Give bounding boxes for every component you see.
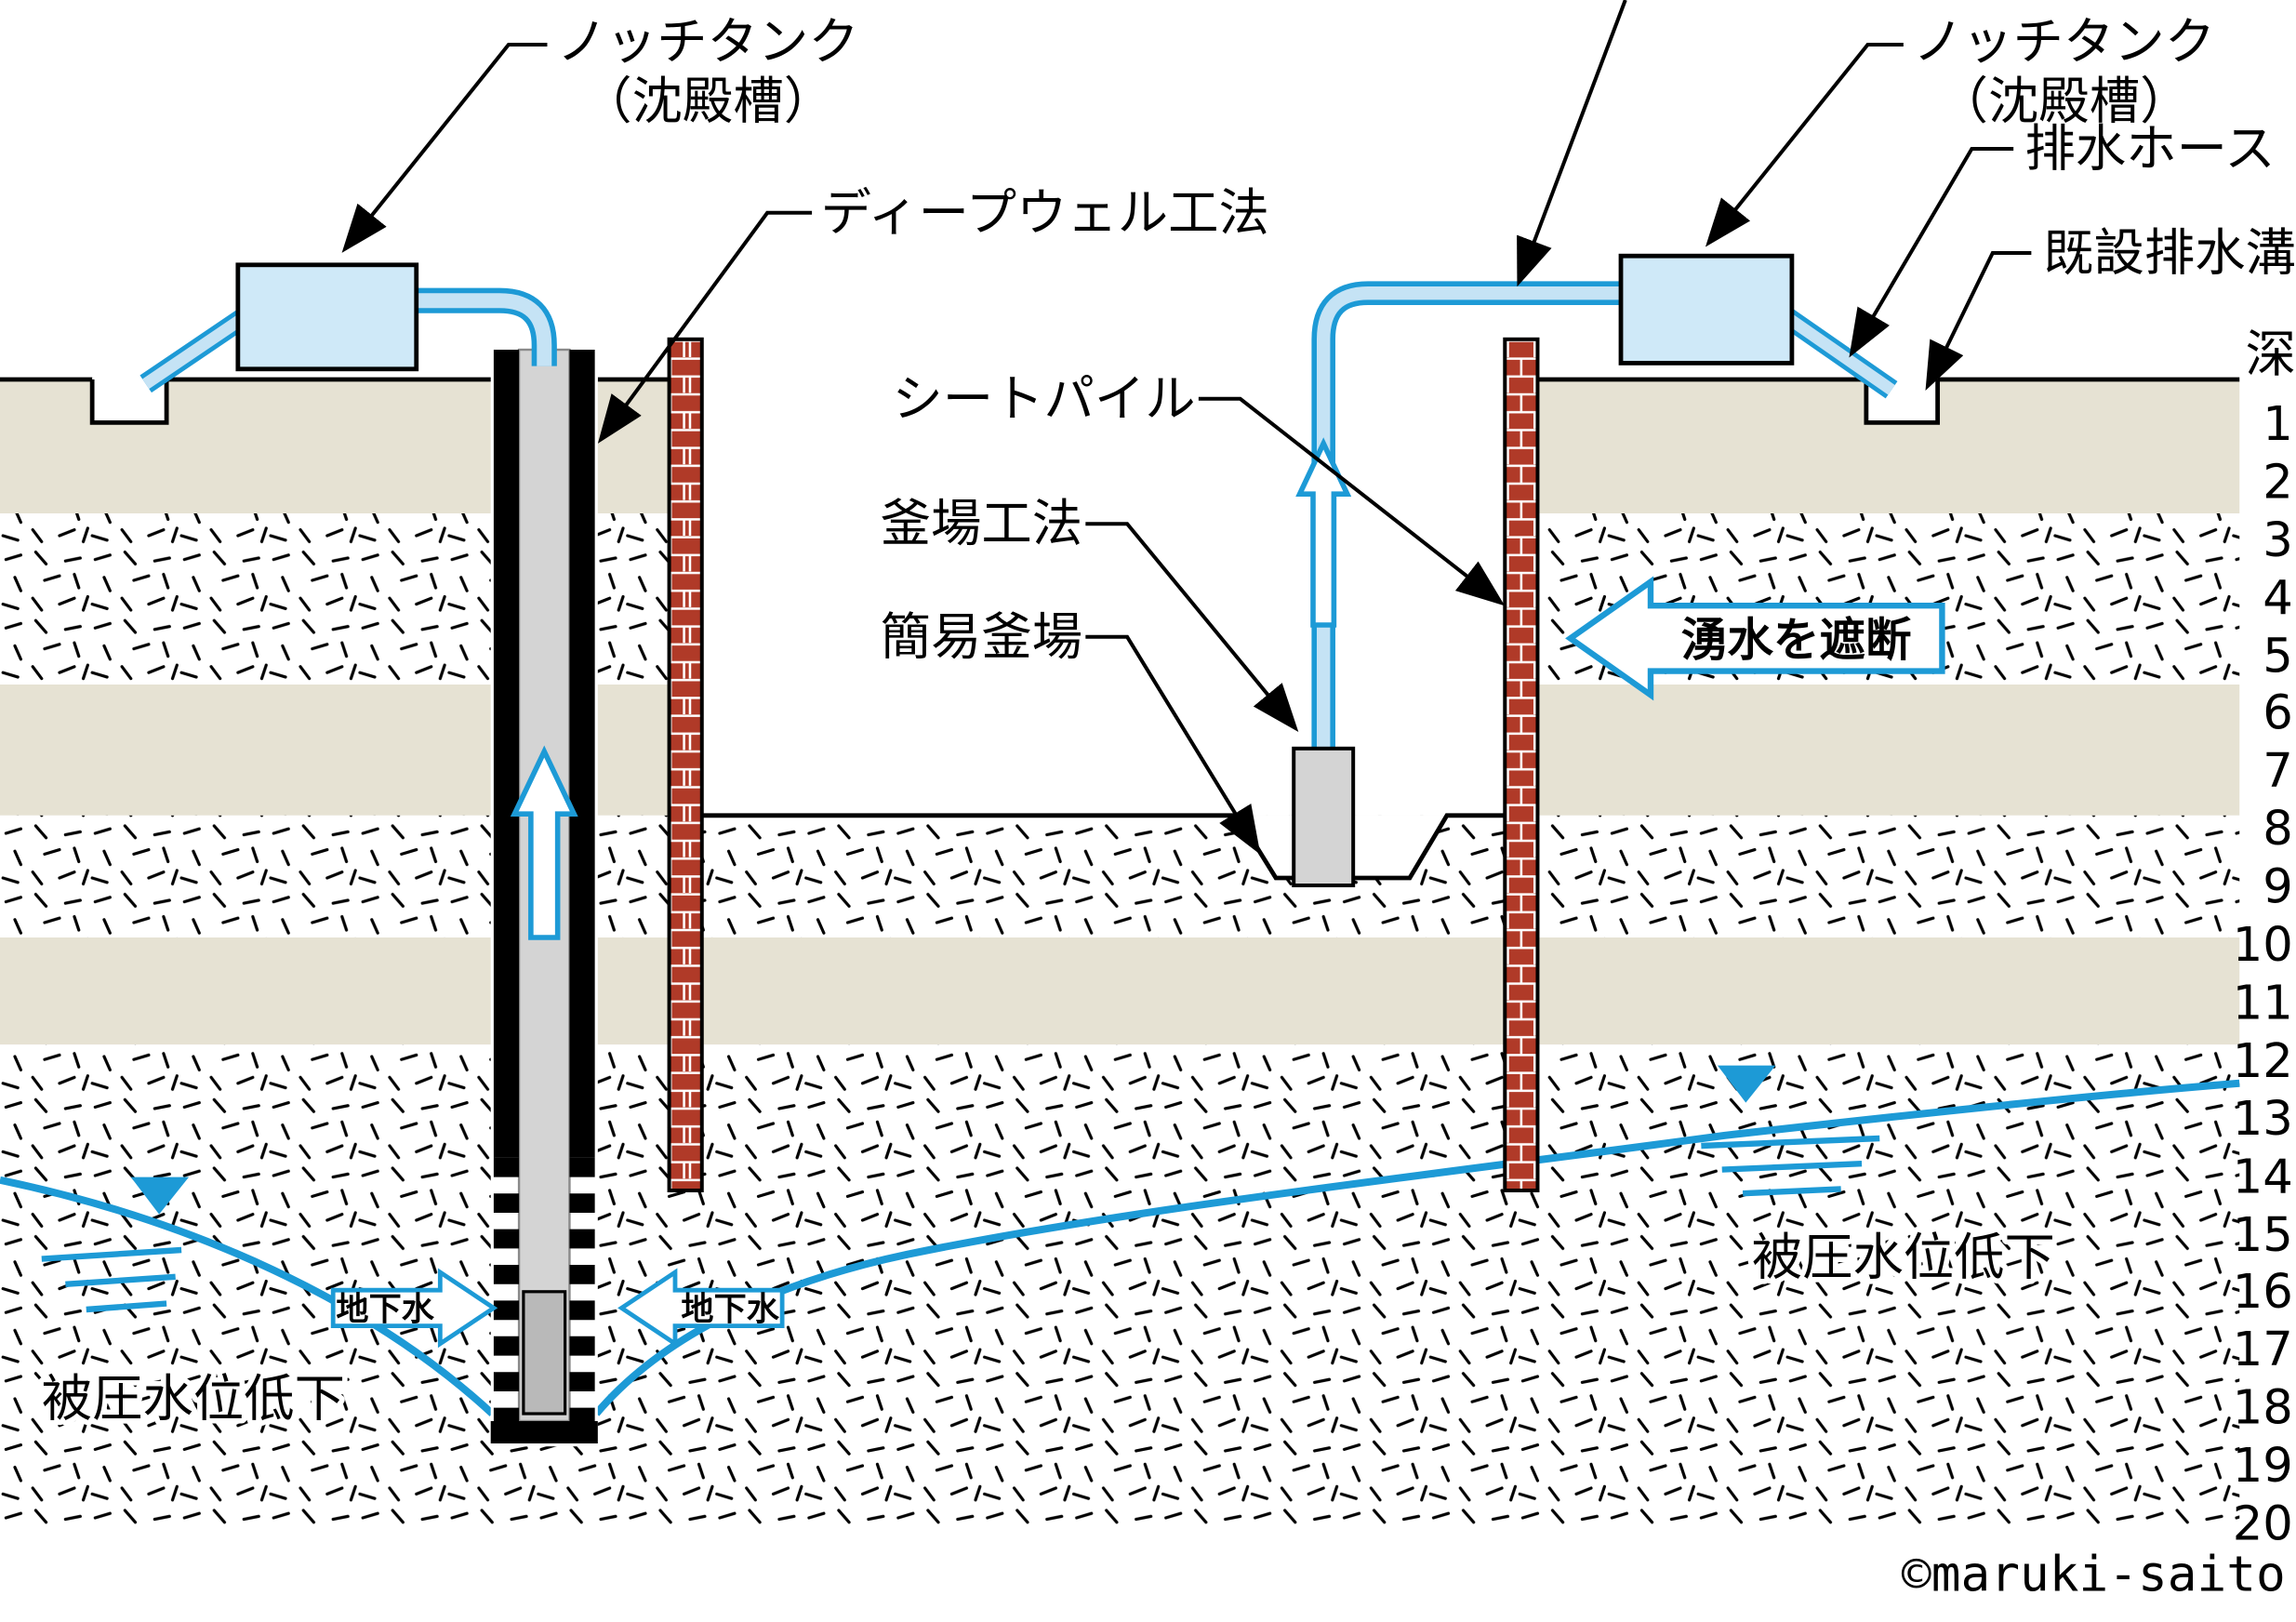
confined-drawdown-label-right: 被圧水位低下 <box>1752 1228 2055 1286</box>
leader-from-top <box>1517 0 1627 287</box>
simple-sump-label: 簡易釜場 <box>881 607 1082 666</box>
notch-tank-left-label-2: （沈殿槽） <box>581 72 834 130</box>
groundwater-label-right: 地下水 <box>681 1290 779 1328</box>
flow-up-arrow-icon <box>1295 437 1352 628</box>
depth-heading: 深 <box>2246 325 2296 383</box>
sheet-pile-right <box>1503 337 1540 1192</box>
notch-tank-right-label-1: ノッチタンク <box>1913 12 2215 71</box>
drain-hose-label: 排水ホース <box>2025 119 2276 178</box>
depth-tick: 6 <box>2263 685 2293 740</box>
discharge-system-left <box>139 262 557 393</box>
soil-layer-beige-3 <box>0 937 2240 1045</box>
depth-tick: 13 <box>2233 1091 2293 1147</box>
leader-notch-tank-left <box>341 43 548 253</box>
leader-drain-hose <box>1849 147 2014 358</box>
depth-tick: 2 <box>2263 454 2293 510</box>
depth-tick: 15 <box>2233 1207 2293 1263</box>
depth-tick: 17 <box>2233 1322 2293 1377</box>
depth-tick: 7 <box>2263 743 2293 799</box>
sump-method-label: 釜場工法 <box>881 495 1082 553</box>
depth-tick: 1 <box>2263 396 2293 452</box>
depth-tick: 20 <box>2233 1496 2293 1551</box>
water-level-triangle-icon <box>130 1177 190 1215</box>
deep-well <box>490 345 598 1447</box>
leader-existing-drain <box>1925 251 2032 391</box>
groundwater-label-left: 地下水 <box>336 1290 434 1328</box>
depth-tick: 16 <box>2233 1264 2293 1320</box>
depth-tick: 8 <box>2263 801 2293 857</box>
drain-hose-right-inner <box>1781 310 1895 395</box>
depth-tick: 11 <box>2233 975 2293 1030</box>
flow-up-arrow-icon <box>510 745 578 940</box>
depth-tick: 4 <box>2263 570 2293 626</box>
water-table-curve-left <box>0 1176 496 1416</box>
water-level-triangle-icon <box>1717 1065 1776 1103</box>
leader-sheet-pile <box>1198 396 1506 606</box>
excavation-pit <box>701 376 1506 881</box>
depth-tick: 3 <box>2263 512 2293 568</box>
depth-tick: 14 <box>2233 1150 2293 1205</box>
sheet-pile-label: シートパイル <box>892 369 1195 428</box>
leader-lines <box>341 0 2032 855</box>
soil-layer-speckle-3 <box>0 1044 2240 1525</box>
leader-sump-method <box>1085 522 1299 732</box>
depth-tick: 18 <box>2233 1380 2293 1436</box>
discharge-pipe-left-inner <box>413 293 552 366</box>
discharge-pipe-right-inner <box>1316 286 1627 759</box>
block-water-label: 湧水を遮断 <box>1681 613 1912 667</box>
leader-deep-well <box>597 210 813 444</box>
copyright-text: ©maruki-saito <box>1902 1546 2286 1602</box>
sump-pump <box>1292 746 1356 888</box>
well-casing-left <box>493 350 520 1158</box>
drain-channel-left <box>89 379 169 425</box>
notch-tank-right <box>1618 253 1795 366</box>
leader-simple-sump <box>1085 634 1261 855</box>
depth-tick: 19 <box>2233 1438 2293 1494</box>
notch-tank-left-label-1: ノッチタンク <box>557 12 859 71</box>
depth-tick: 10 <box>2233 917 2293 973</box>
submersible-pump <box>522 1290 567 1416</box>
depth-scale: 深 1 2 3 4 5 6 7 8 9 10 11 12 13 14 15 16… <box>2233 325 2296 1551</box>
existing-drain-label: 既設排水溝 <box>2043 223 2296 282</box>
sheet-pile-left <box>667 337 704 1192</box>
excavation-area <box>701 376 1506 816</box>
water-level-symbol-left <box>41 1177 190 1313</box>
groundwater-arrow-left-icon <box>617 1268 785 1349</box>
water-level-symbol-right <box>1701 1065 1880 1197</box>
groundwater-arrow-right-icon <box>330 1268 498 1349</box>
notch-tank-right-label-2: （沈殿槽） <box>1938 72 2191 130</box>
drain-hose-left-inner <box>142 310 251 390</box>
notch-tank-left <box>235 262 419 372</box>
deep-well-method-label: ディープウェル工法 <box>821 183 1269 242</box>
well-bottom-cap <box>490 1421 598 1443</box>
depth-tick: 12 <box>2233 1033 2293 1089</box>
confined-drawdown-label-left: 被圧水位低下 <box>42 1369 345 1428</box>
sump-system-right <box>1292 253 1898 888</box>
well-casing-right <box>569 350 595 1158</box>
soil-layer-speckle-2 <box>0 815 2240 937</box>
soil-strata <box>0 379 2240 1525</box>
block-water-arrow-icon <box>1565 576 1945 701</box>
leader-notch-tank-right <box>1705 43 1904 247</box>
depth-tick: 5 <box>2263 629 2293 685</box>
depth-tick: 9 <box>2263 859 2293 915</box>
